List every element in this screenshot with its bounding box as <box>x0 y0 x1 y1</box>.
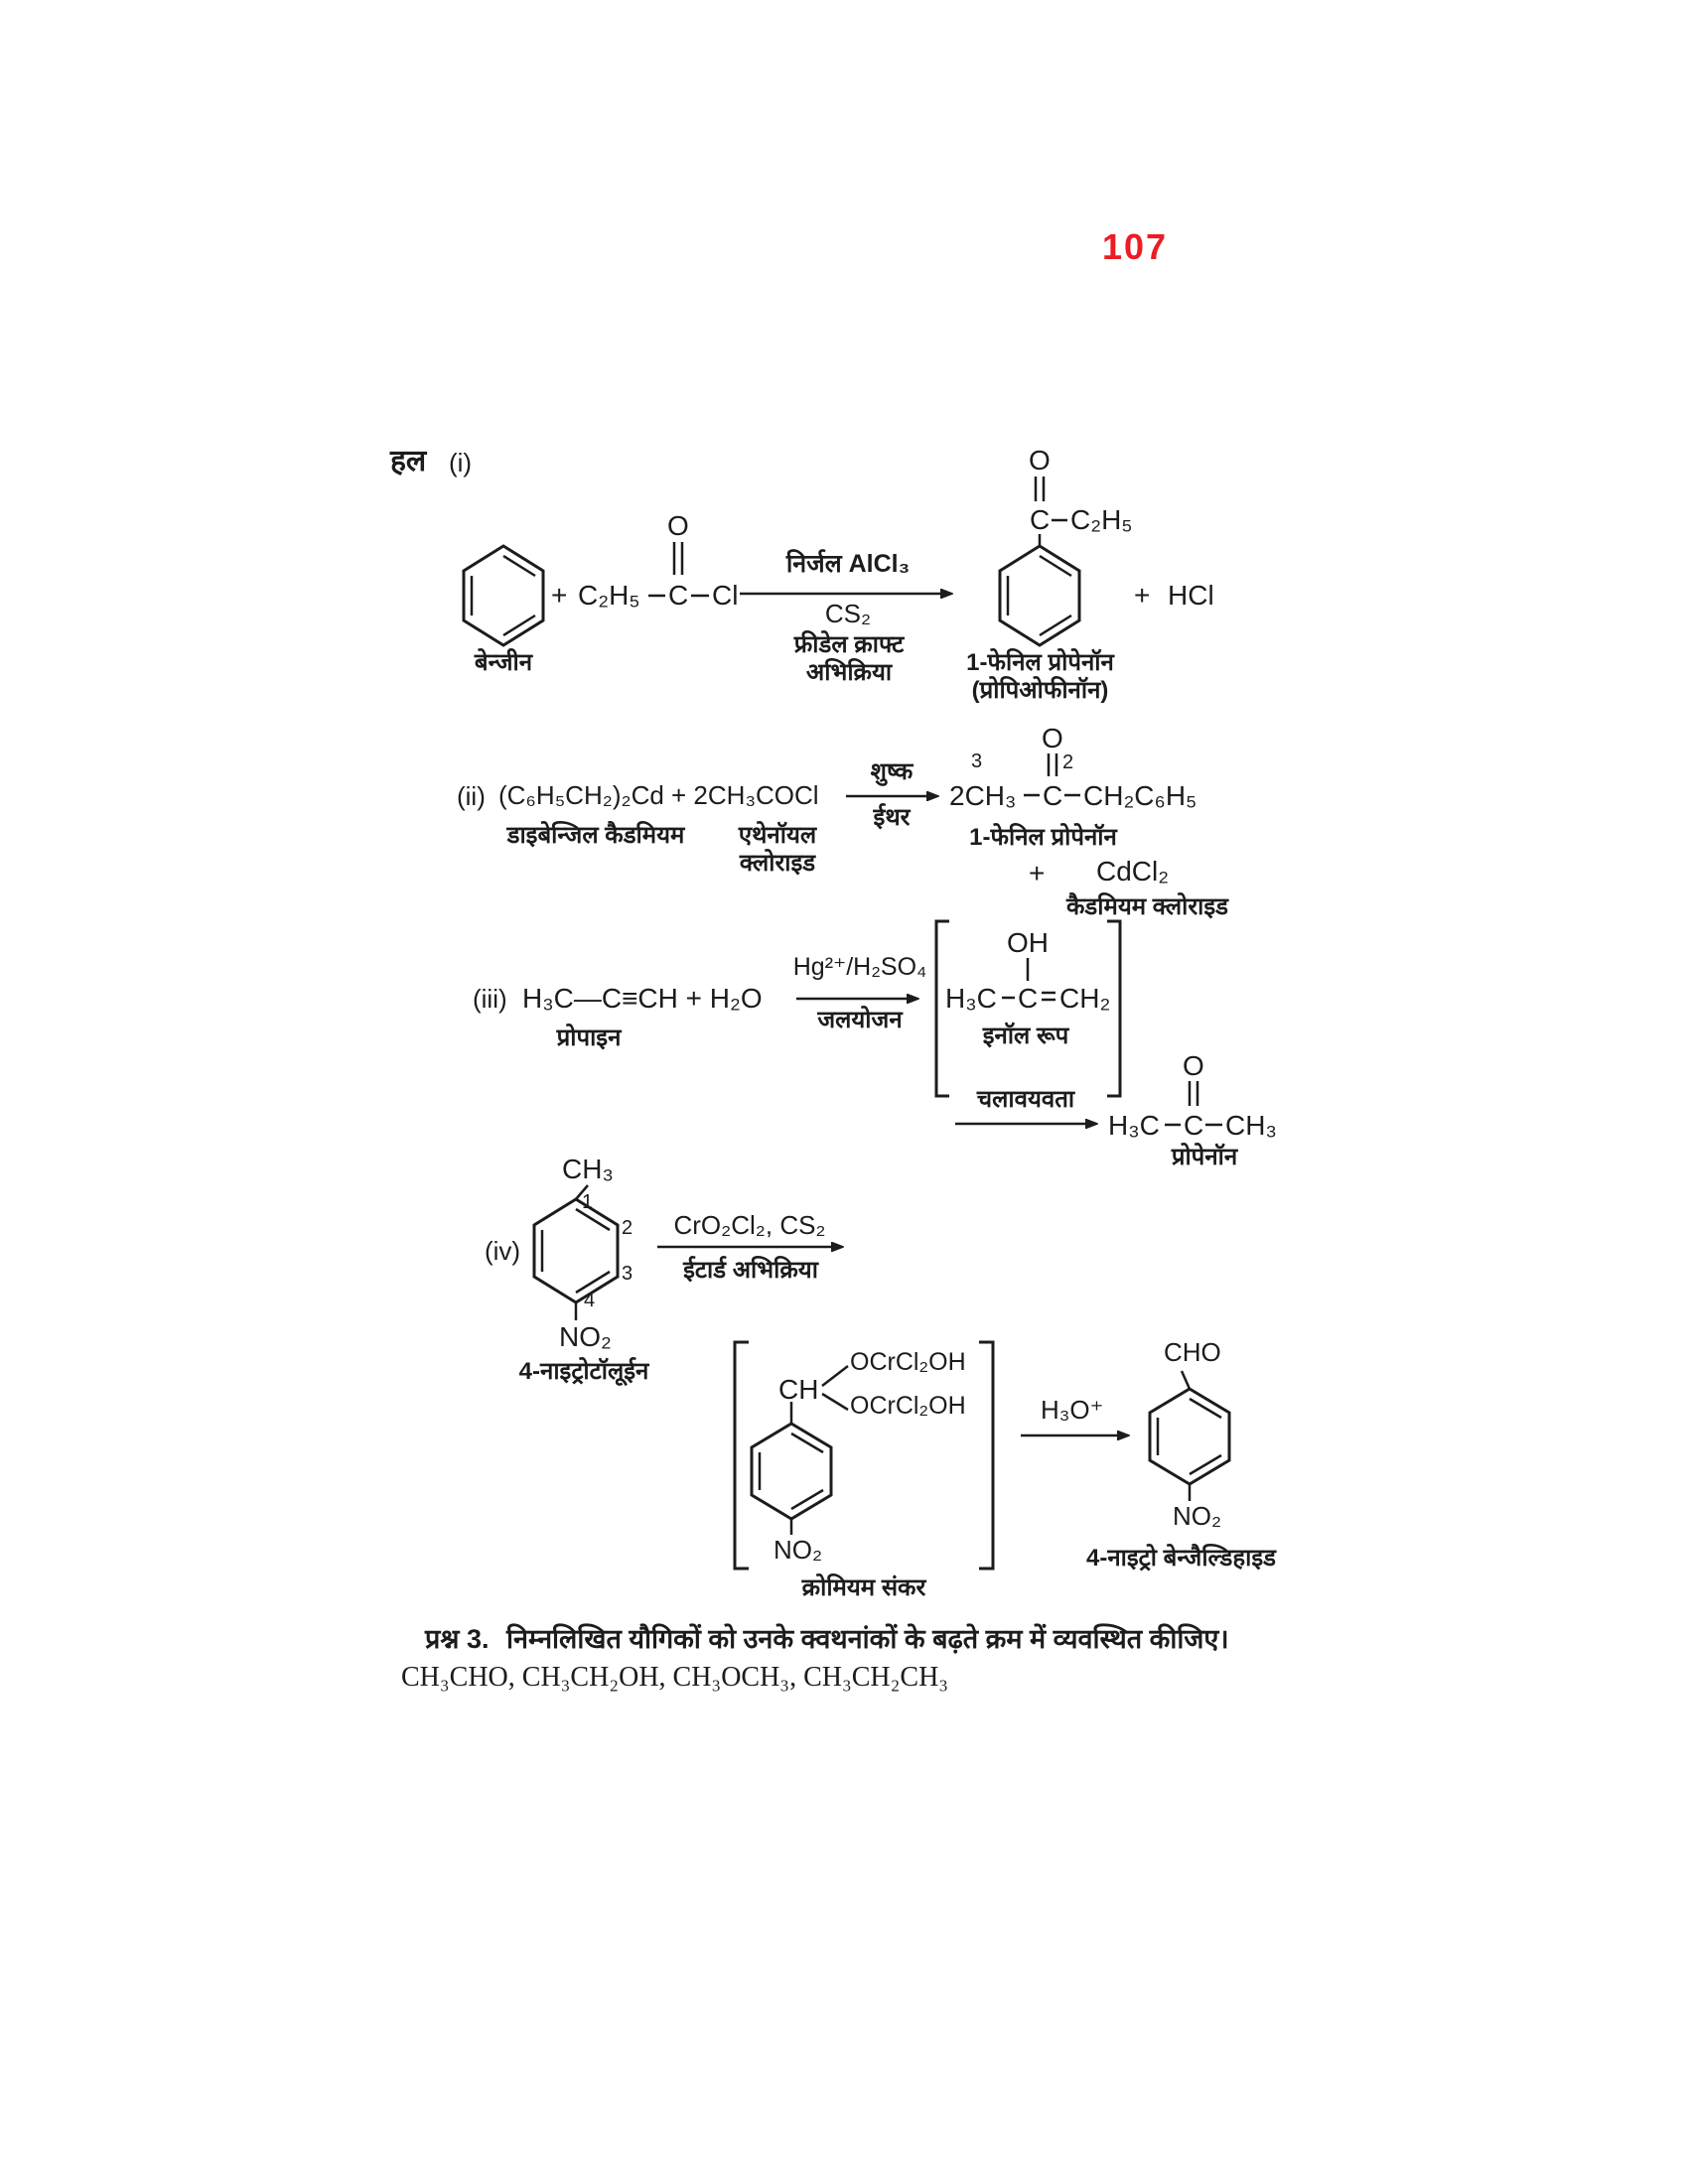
nitrotoluene-ring <box>532 1184 620 1320</box>
rxn1-carbonyl-o: O <box>667 510 689 541</box>
enol-label: इनॉल रूप <box>982 1023 1069 1049</box>
rxn2-carbon3-number: 3 <box>971 751 983 772</box>
propanone-bonds <box>1165 1081 1222 1127</box>
rxn1-product-alt-name: (प्रोपिओफीनॉन) <box>971 677 1109 704</box>
nitrotoluene-name: 4-नाइट्रोटॉलूईन <box>518 1358 649 1385</box>
rxn1-chloride: Cl <box>712 580 739 611</box>
hydronium-label: H₃O⁺ <box>1041 1395 1104 1425</box>
acyl-chloride-bonds <box>648 542 709 598</box>
solution-part-i-label: (i) <box>449 448 473 478</box>
rxn2-carbon2-number: 2 <box>1062 751 1074 773</box>
enol-bonds <box>1002 958 1055 1002</box>
rxn2-plus-cdcl2-sign: + <box>1029 858 1046 888</box>
ring-position-2: 2 <box>622 1217 633 1239</box>
rxn1-product-o: O <box>1029 445 1051 476</box>
complex-ch: CH <box>778 1374 819 1405</box>
rxn4-condition-top: CrO₂Cl₂, CS₂ <box>673 1210 826 1240</box>
benzaldehyde-cho: CHO <box>1164 1337 1221 1367</box>
ring-position-4: 4 <box>584 1290 596 1311</box>
ring-position-1: 1 <box>582 1191 594 1213</box>
rxn2-product-c: C <box>1043 780 1063 811</box>
nitrotoluene-ch3: CH₃ <box>562 1154 614 1184</box>
rxn2-reactants: (C₆H₅CH₂)₂Cd + 2CH₃COCl <box>498 780 819 810</box>
propanone-o: O <box>1183 1050 1204 1081</box>
rxn2-cdcl2: CdCl₂ <box>1096 856 1170 887</box>
rxn2-condition-bottom: ईथर <box>873 804 911 831</box>
rxn2-number: (ii) <box>457 781 486 811</box>
rxn1-condition-reaction: अभिक्रिया <box>805 659 893 686</box>
rxn3-number: (iii) <box>473 984 507 1014</box>
nitrotoluene-no2: NO₂ <box>559 1321 612 1352</box>
rxn3-condition-top: Hg²⁺/H₂SO₄ <box>792 953 927 981</box>
rxn2-product-bonds <box>1024 753 1080 797</box>
rxn1-product-ethyl: C₂H₅ <box>1070 504 1133 535</box>
chromium-complex-structure <box>733 1340 995 1570</box>
question3-label: प्रश्न 3. <box>425 1624 490 1654</box>
propanone-right-group: CH₃ <box>1225 1110 1277 1141</box>
rxn1-condition-top: निर्जल AlCl₃ <box>785 550 911 578</box>
rxn1-plus-hcl-sign: + <box>1134 580 1151 611</box>
enol-right-group: CH₂ <box>1059 983 1111 1014</box>
ring-position-3: 3 <box>622 1263 633 1285</box>
complex-ocrcl2oh-bottom: OCrCl₂OH <box>850 1392 966 1420</box>
rxn1-hcl: HCl <box>1168 580 1214 611</box>
rxn2-reactant2-label-line2: क्लोराइड <box>739 850 816 877</box>
complex-no2: NO₂ <box>774 1535 823 1565</box>
rxn1-carbonyl-c: C <box>668 580 689 611</box>
rxn2-reactant1-label: डाइबेन्जिल कैडमियम <box>506 822 685 849</box>
rxn3-reactants: H₃C—C≡CH + H₂O <box>522 983 763 1014</box>
question3-compounds: CH₃CHO, CH₃CH₂OH, CH₃OCH₃, CH₃CH₂CH₃ <box>401 1662 949 1693</box>
rxn4-condition-bottom: ईटार्ड अभिक्रिया <box>683 1257 818 1284</box>
enol-c: C <box>1018 983 1039 1014</box>
rxn3-condition-bottom: जलयोजन <box>817 1007 903 1033</box>
rxn1-ethyl: C₂H₅ <box>578 580 640 611</box>
question3-text: निम्नलिखित यौगिकों को उनके क्वथनांकों के… <box>506 1624 1229 1654</box>
rxn2-product-coefficient: 2CH₃ <box>949 780 1017 811</box>
rxn1-product-name: 1-फेनिल प्रोपेनॉन <box>966 649 1114 676</box>
benzene-ring-reactant <box>462 544 545 647</box>
rxn1-condition-cs2: CS₂ <box>824 599 872 628</box>
rxn1-condition-friedel: फ्रीडेल क्राफ्ट <box>793 631 905 658</box>
page-number: 107 <box>1102 226 1169 267</box>
benzaldehyde-name: 4-नाइट्रो बेन्जैल्डिहाइड <box>1086 1545 1276 1571</box>
propiophenone-structure <box>998 477 1081 647</box>
benzaldehyde-no2: NO₂ <box>1173 1501 1222 1531</box>
rxn4-number: (iv) <box>485 1236 521 1266</box>
propanone-c: C <box>1184 1110 1204 1141</box>
complex-ocrcl2oh-top: OCrCl₂OH <box>850 1348 966 1376</box>
propanone-left-group: H₃C <box>1108 1110 1160 1141</box>
propanone-name: प्रोपेनॉन <box>1171 1144 1238 1170</box>
solution-heading: हल <box>390 445 427 478</box>
rxn2-product-right: CH₂C₆H₅ <box>1083 780 1197 811</box>
rxn2-product-o: O <box>1042 723 1063 753</box>
benzene-label: बेन्जीन <box>474 649 533 676</box>
rxn3-reactant-label: प्रोपाइन <box>556 1024 622 1051</box>
question3-line: प्रश्न 3. निम्नलिखित यौगिकों को उनके क्व… <box>425 1624 1229 1655</box>
enol-brackets <box>934 919 1122 1098</box>
rxn2-condition-top: शुष्क <box>870 758 914 785</box>
rxn2-product-name: 1-फेनिल प्रोपेनॉन <box>969 824 1117 851</box>
tautomerism-label: चलावयवता <box>976 1086 1075 1113</box>
rxn2-cdcl2-label: कैडमियम क्लोराइड <box>1065 893 1228 920</box>
rxn1-product-c: C <box>1030 504 1051 535</box>
nitrobenzaldehyde-structure <box>1148 1370 1231 1501</box>
rxn1-plus: + <box>551 580 568 611</box>
enol-oh: OH <box>1007 927 1049 958</box>
complex-name: क्रोमियम संकर <box>801 1574 926 1601</box>
enol-left-group: H₃C <box>945 983 997 1014</box>
rxn2-reactant2-label-line1: एथेनॉयल <box>738 822 817 849</box>
